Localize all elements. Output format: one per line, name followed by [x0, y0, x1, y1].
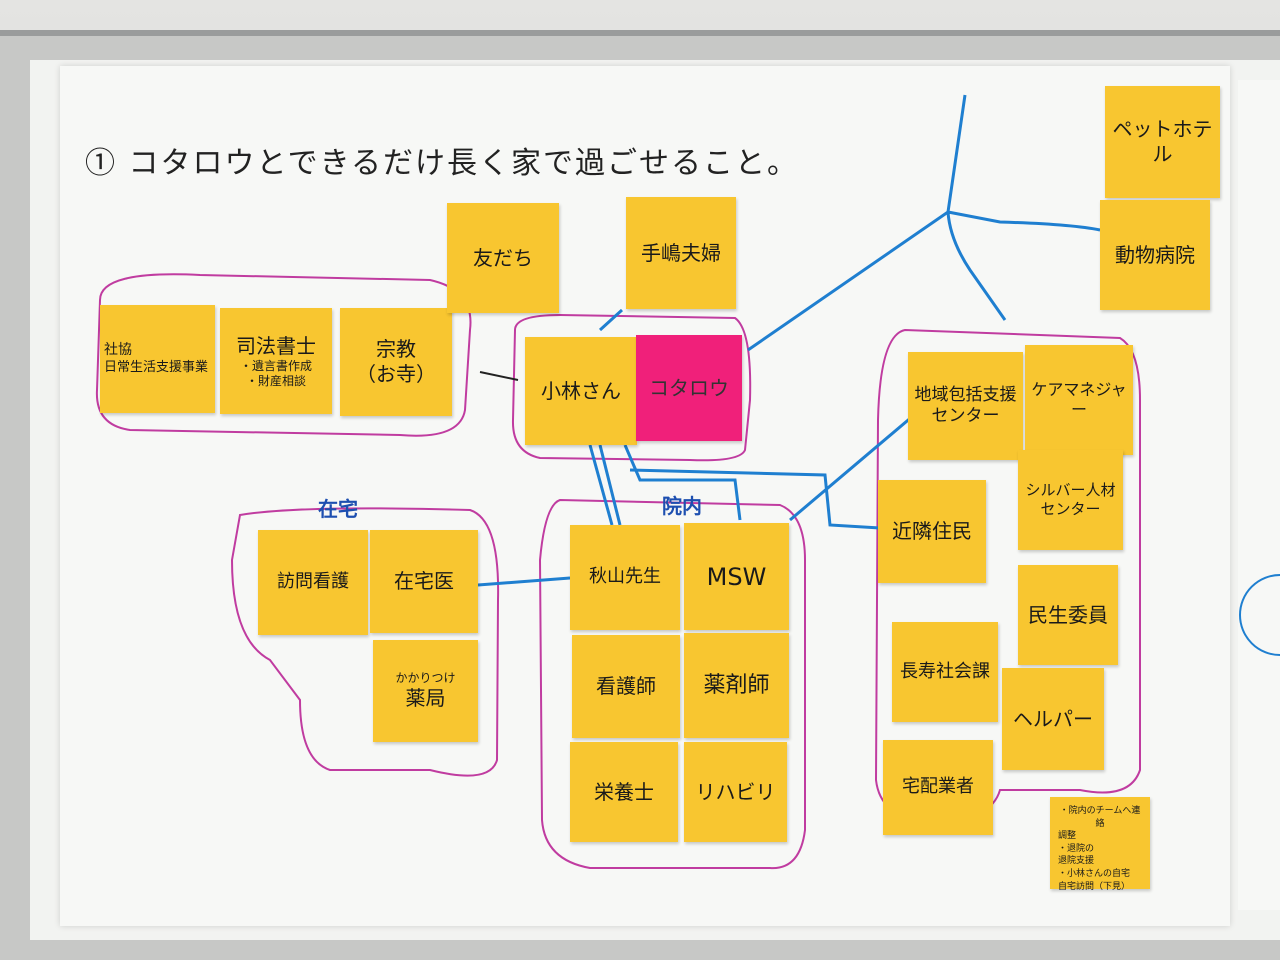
note-text: ペットホテル: [1112, 117, 1213, 166]
note-subtext: 日常生活支援事業: [104, 359, 209, 375]
memo-line: 自宅訪問（下見）: [1058, 881, 1131, 892]
note-text: 訪問看護: [277, 571, 349, 593]
note-caremanager: ケアマネジャー: [1025, 345, 1133, 455]
note-kinrin: 近隣住民: [878, 480, 986, 583]
note-msw: MSW: [684, 523, 789, 630]
note-text: 栄養士: [594, 779, 654, 804]
connector-hospital: [588, 444, 742, 526]
group-outline-hospital: [538, 498, 806, 870]
memo-line: ・退院の: [1058, 843, 1095, 854]
connector-left-group: [479, 371, 519, 381]
paper-sheet-right: [1238, 80, 1280, 910]
note-text: ヘルパー: [1013, 706, 1093, 731]
note-akiyama: 秋山先生: [570, 525, 680, 630]
note-subtext: ・遺言書作成: [239, 358, 312, 373]
connector-couple: [598, 308, 624, 332]
note-zaitakui: 在宅医: [370, 530, 478, 633]
note-text: 近隣住民: [892, 519, 972, 543]
note-shiho: 司法書士・遺言書作成・財産相談: [220, 308, 332, 414]
note-text: MSW: [706, 562, 767, 591]
note-yakuzaishi: 薬剤師: [684, 633, 789, 738]
note-choju: 長寿社会課: [892, 622, 998, 722]
note-subtext: かかりつけ: [395, 671, 456, 685]
note-memo: ・院内のチームへ連絡 調整 ・退院の 退院支援 ・小林さんの自宅 自宅訪問（下見…: [1050, 797, 1150, 892]
note-chiiki: 地域包括支援センター: [908, 352, 1023, 460]
note-kobayashi: 小林さん: [525, 337, 637, 445]
connector-home: [477, 576, 571, 587]
note-text: 看護師: [596, 674, 656, 698]
note-text: 手嶋夫婦: [641, 240, 721, 265]
note-pethotel: ペットホテル: [1105, 86, 1220, 198]
memo-line: 退院支援: [1058, 856, 1095, 867]
note-text: 秋山先生: [589, 566, 661, 588]
note-text: 地域包括支援センター: [914, 384, 1017, 426]
note-text: 民生委員: [1028, 602, 1108, 627]
note-text: 動物病院: [1115, 242, 1195, 267]
note-text: 長寿社会課: [900, 660, 990, 682]
note-text: リハビリ: [695, 779, 776, 804]
group-outline-center: [511, 313, 752, 462]
note-minsei: 民生委員: [1018, 565, 1118, 665]
note-text: シルバー人材センター: [1025, 481, 1116, 518]
note-takuhai: 宅配業者: [883, 740, 993, 835]
note-kakaritsuke: かかりつけ薬局: [373, 640, 478, 742]
group-outline-left: [95, 273, 472, 437]
note-eiyoushi: 栄養士: [570, 742, 678, 842]
note-shukyo: 宗教（お寺）: [340, 308, 452, 416]
partial-circle: [1239, 574, 1280, 656]
memo-line: ・小林さんの自宅: [1058, 868, 1131, 879]
memo-line: 調整: [1058, 831, 1077, 842]
note-text: 薬局: [405, 686, 446, 710]
connector-community: [629, 408, 921, 530]
note-text: 小林さん: [541, 378, 621, 403]
note-shakyo: 社協日常生活支援事業: [100, 305, 215, 413]
group-outline-home: [230, 507, 500, 777]
note-houmon: 訪問看護: [258, 530, 368, 635]
note-doubutsu: 動物病院: [1100, 200, 1210, 310]
note-helper: ヘルパー: [1002, 668, 1104, 770]
note-subtext: ・財産相談: [245, 373, 306, 388]
note-tomodachi: 友だち: [447, 203, 559, 313]
page-title: ① コタロウとできるだけ長く家で過ごせること。: [85, 146, 800, 181]
note-text: コタロウ: [649, 375, 729, 400]
note-fufu: 手嶋夫婦: [626, 197, 736, 309]
note-text: 薬剤師: [703, 672, 770, 698]
group-label-hospital: 院内: [662, 494, 702, 518]
note-text: 宅配業者: [902, 776, 974, 798]
note-text: ケアマネジャー: [1031, 380, 1127, 419]
note-reha: リハビリ: [684, 742, 787, 842]
note-kangoshi: 看護師: [572, 635, 680, 738]
note-kotarou: コタロウ: [636, 335, 742, 441]
note-text: 宗教: [376, 337, 416, 361]
note-silver: シルバー人材センター: [1018, 450, 1123, 550]
connector-pet: [747, 94, 1101, 352]
group-label-home: 在宅: [318, 497, 358, 521]
note-text: 社協: [104, 342, 132, 359]
memo-line: ・院内のチームへ連絡: [1059, 806, 1141, 829]
note-text: 友だち: [473, 245, 533, 270]
note-text: 在宅医: [394, 569, 454, 593]
note-subtext: （お寺）: [356, 362, 436, 386]
note-text: 司法書士: [236, 333, 316, 358]
